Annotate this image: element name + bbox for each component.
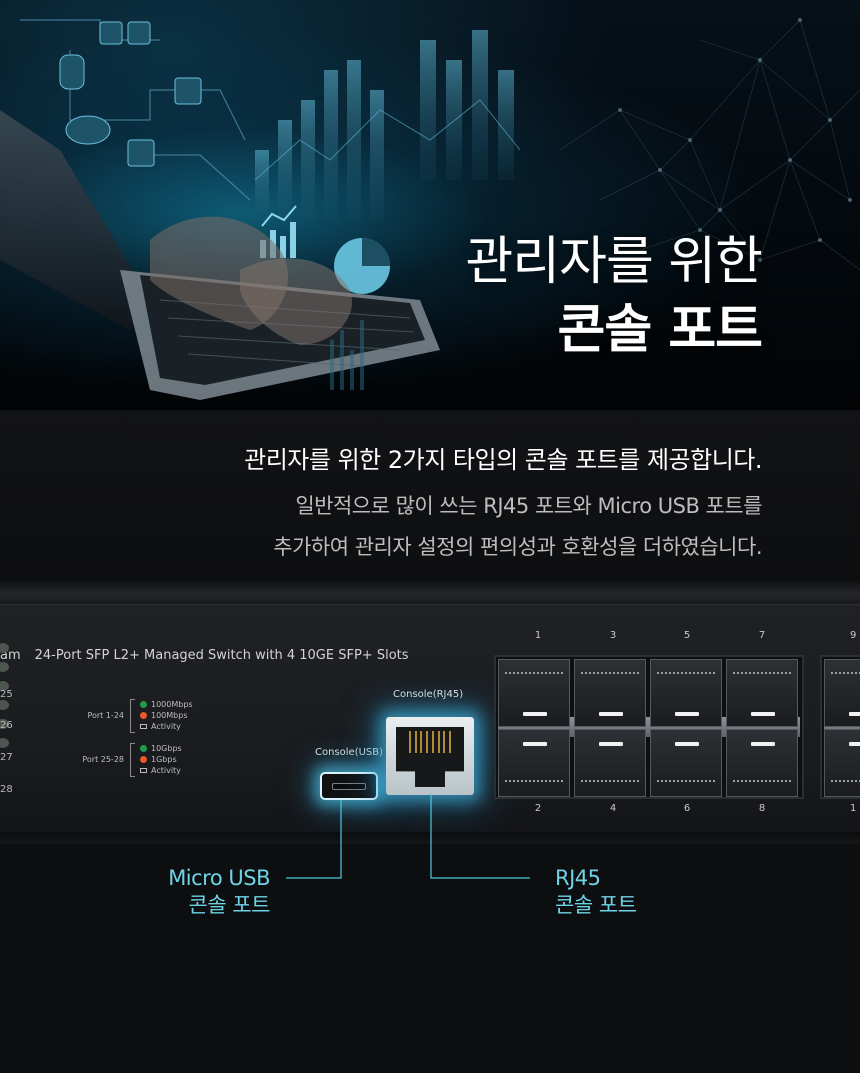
legend-item: Activity bbox=[151, 722, 181, 731]
legend-item: 10Gbps bbox=[151, 744, 182, 753]
sfp-number: 1 bbox=[534, 630, 542, 641]
rj45-callout-line2: 콘솔 포트 bbox=[555, 893, 637, 917]
sfp-port-2 bbox=[498, 729, 570, 797]
status-led bbox=[0, 643, 9, 653]
legend-bracket bbox=[130, 699, 135, 733]
port-number: 26 bbox=[0, 720, 13, 731]
description-body: 일반적으로 많이 쓰는 RJ45 포트와 Micro USB 포트를 추가하여 … bbox=[273, 486, 762, 568]
orange-led-icon bbox=[140, 712, 147, 719]
sfp-port-10 bbox=[824, 729, 860, 797]
console-rj45-label: Console(RJ45) bbox=[393, 689, 464, 700]
legend-bracket bbox=[130, 743, 135, 777]
sfp-cage bbox=[820, 655, 860, 799]
micro-usb-callout-line1: Micro USB bbox=[168, 866, 270, 890]
description-section: 관리자를 위한 2가지 타입의 콘솔 포트를 제공합니다. 일반적으로 많이 쓰… bbox=[0, 410, 860, 585]
legend-item: 1Gbps bbox=[151, 755, 177, 764]
switch-chassis-bottom bbox=[0, 832, 860, 844]
rj45-pins bbox=[409, 731, 451, 753]
rj45-callout: RJ45 콘솔 포트 bbox=[555, 865, 637, 919]
hero-title: 관리자를 위한 콘솔 포트 bbox=[465, 228, 763, 364]
led-legend-port-25-28: Port 25-28 10Gbps 1Gbps Activity bbox=[76, 743, 206, 779]
legend-label: Port 25-28 bbox=[82, 755, 124, 764]
port-number: 28 bbox=[0, 784, 13, 795]
sfp-number: 3 bbox=[609, 630, 617, 641]
sfp-port-1 bbox=[498, 659, 570, 727]
sfp-port-3 bbox=[574, 659, 646, 727]
sfp-number: 7 bbox=[758, 630, 766, 641]
port-number: 27 bbox=[0, 752, 13, 763]
legend-label: Port 1-24 bbox=[87, 711, 124, 720]
sfp-port-4 bbox=[574, 729, 646, 797]
sfp-cage bbox=[494, 655, 804, 799]
usb-slot bbox=[332, 783, 366, 790]
description-body-line2: 추가하여 관리자 설정의 편의성과 호환성을 더하였습니다. bbox=[273, 535, 762, 559]
sfp-number: 1 bbox=[850, 803, 857, 814]
legend-item: 1000Mbps bbox=[151, 700, 193, 709]
sfp-number: 9 bbox=[850, 630, 857, 641]
sfp-port-6 bbox=[650, 729, 722, 797]
hero-illustration bbox=[0, 18, 860, 400]
console-usb-label: Console(USB) bbox=[315, 747, 384, 758]
sfp-number: 4 bbox=[609, 803, 617, 814]
micro-usb-console-port bbox=[320, 772, 378, 800]
green-led-icon bbox=[140, 745, 147, 752]
sfp-number: 5 bbox=[683, 630, 691, 641]
activity-icon bbox=[140, 768, 147, 773]
hero-title-line2: 콘솔 포트 bbox=[557, 300, 763, 360]
micro-usb-callout: Micro USB 콘솔 포트 bbox=[168, 865, 270, 919]
status-led bbox=[0, 719, 9, 729]
orange-led-icon bbox=[140, 756, 147, 763]
sfp-port-9 bbox=[824, 659, 860, 727]
switch-chassis-top bbox=[0, 580, 860, 606]
hero-banner: 관리자를 위한 콘솔 포트 bbox=[0, 0, 860, 410]
sfp-number: 6 bbox=[683, 803, 691, 814]
rj45-callout-line1: RJ45 bbox=[555, 866, 601, 890]
status-led bbox=[0, 662, 9, 672]
status-led bbox=[0, 700, 9, 710]
led-legend-port-1-24: Port 1-24 1000Mbps 100Mbps Activity bbox=[76, 699, 206, 735]
activity-icon bbox=[140, 724, 147, 729]
status-led bbox=[0, 681, 9, 691]
description-body-line1: 일반적으로 많이 쓰는 RJ45 포트와 Micro USB 포트를 bbox=[295, 494, 762, 518]
legend-item: Activity bbox=[151, 766, 181, 775]
sfp-number: 2 bbox=[534, 803, 542, 814]
sfp-port-7 bbox=[726, 659, 798, 727]
model-name: 24-Port SFP L2+ Managed Switch with 4 10… bbox=[34, 648, 409, 663]
green-led-icon bbox=[140, 701, 147, 708]
legend-item: 100Mbps bbox=[151, 711, 188, 720]
status-led bbox=[0, 738, 9, 748]
hero-title-line1: 관리자를 위한 bbox=[465, 232, 763, 292]
sfp-port-5 bbox=[650, 659, 722, 727]
description-lead: 관리자를 위한 2가지 타입의 콘솔 포트를 제공합니다. bbox=[244, 446, 762, 474]
sfp-number: 8 bbox=[758, 803, 766, 814]
micro-usb-callout-line2: 콘솔 포트 bbox=[188, 893, 271, 917]
rj45-console-port bbox=[386, 717, 474, 795]
port-number: 25 bbox=[0, 689, 13, 700]
sfp-port-8 bbox=[726, 729, 798, 797]
